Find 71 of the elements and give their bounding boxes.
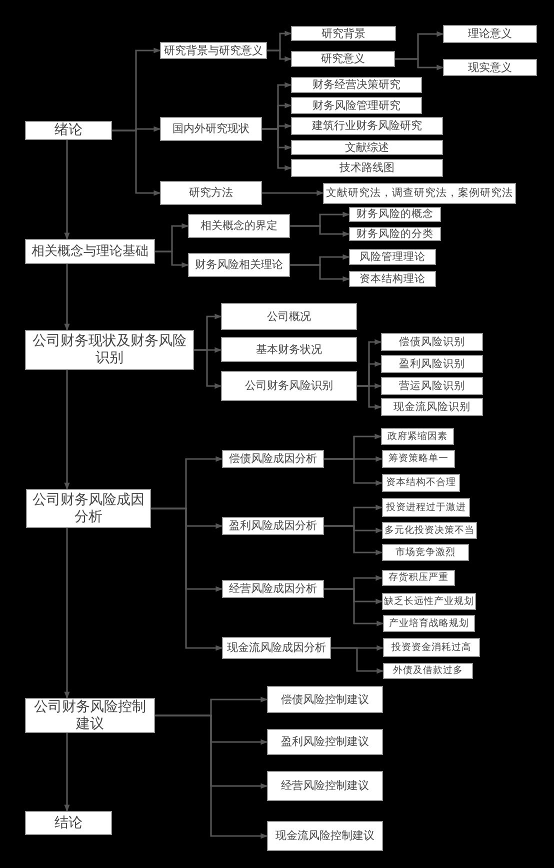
connector-arrow: [194, 349, 222, 389]
topic-box: 财务经营决策研究: [291, 77, 422, 93]
topic-box: 文献综述: [291, 140, 443, 155]
topic-box: 现金流风险控制建议: [267, 821, 383, 851]
connector-arrow: [290, 264, 350, 282]
connector-arrow: [324, 458, 383, 486]
connector-arrow: [267, 50, 292, 62]
topic-box: 公司财务现状及财务风险识别: [25, 330, 194, 370]
topic-box: 研究背景与研究意义: [160, 42, 267, 59]
topic-box: 营运风险识别: [381, 377, 483, 395]
topic-box: 盈利风险成因分析: [222, 517, 324, 535]
connector-arrow: [324, 588, 384, 626]
topic-box: 相关概念的界定: [188, 214, 290, 238]
topic-box: 经营风险控制建议: [267, 771, 383, 801]
topic-box: 财务风险相关理论: [188, 253, 290, 277]
topic-box: 市场竞争激烈: [382, 544, 469, 561]
topic-box: 研究背景: [291, 26, 396, 41]
topic-box: 外债及借款过多: [383, 663, 473, 679]
topic-box: 盈利风险控制建议: [267, 729, 383, 755]
topic-box: 现金流风险成因分析: [222, 637, 331, 659]
connector-arrow: [64, 370, 70, 490]
topic-box: 资本结构不合理: [382, 474, 460, 492]
topic-box: 研究意义: [291, 51, 395, 67]
topic-box: 公司财务风险成因分析: [26, 489, 151, 528]
topic-box: 公司财务风险识别: [221, 371, 357, 401]
topic-box: 公司概况: [221, 303, 357, 330]
topic-box: 产业培育战略规划: [383, 615, 475, 632]
topic-box: 建筑行业财务风险研究: [291, 117, 443, 135]
topic-box: 投资进程过于激进: [382, 498, 470, 517]
topic-box: 存货积压严重: [382, 570, 455, 586]
connector-arrow: [331, 647, 384, 674]
connector-arrow: [262, 190, 324, 196]
topic-box: 资本结构理论: [349, 271, 436, 287]
topic-box: 盈利风险识别: [381, 355, 483, 373]
topic-box: 研究方法: [160, 181, 262, 205]
topic-box: 缺乏长远性产业规划: [382, 593, 476, 610]
connector-arrow: [155, 714, 268, 839]
topic-box: 风险管理理论: [349, 249, 436, 265]
topic-box: 公司财务风险控制建议: [25, 698, 155, 733]
connector-arrow: [64, 140, 70, 240]
topic-box: 筹资策略单一: [382, 450, 455, 468]
topic-box: 偿债风险识别: [381, 333, 483, 351]
topic-box: 文献研究法，调查研究法，案例研究法: [323, 183, 516, 204]
topic-box: 偿债风险成因分析: [222, 450, 324, 468]
connector-arrow: [112, 130, 161, 196]
connector-arrow: [395, 58, 444, 70]
connector-arrow: [64, 733, 70, 812]
topic-box: 绪论: [25, 121, 112, 140]
topic-box: 财务风险管理研究: [291, 97, 422, 114]
topic-box: 基本财务状况: [221, 337, 357, 362]
topic-box: 投资资金消耗过高: [383, 638, 480, 657]
topic-box: 技术路线图: [291, 159, 443, 177]
topic-box: 结论: [25, 811, 112, 835]
connector-arrow: [357, 385, 382, 410]
topic-box: 财务风险的概念: [349, 207, 441, 222]
topic-box: 现金流风险识别: [381, 398, 483, 416]
topic-box: 理论意义: [443, 25, 537, 43]
connector-arrow: [324, 525, 383, 556]
connector-arrow: [64, 528, 70, 699]
connector-arrow: [151, 508, 223, 651]
connector-arrow: [155, 250, 189, 268]
topic-box: 多元化投资决策不当: [382, 522, 477, 539]
connector-arrow: [64, 264, 70, 331]
topic-box: 经营风险成因分析: [222, 580, 324, 598]
topic-box: 偿债风险控制建议: [267, 686, 383, 713]
topic-box: 财务风险的分类: [349, 227, 441, 241]
connector-arrow: [290, 225, 350, 237]
topic-box: 相关概念与理论基础: [25, 239, 155, 264]
topic-box: 现实意义: [443, 59, 537, 76]
topic-box: 政府紧缩因素: [381, 428, 454, 445]
topic-box: 国内外研究现状: [160, 117, 262, 141]
